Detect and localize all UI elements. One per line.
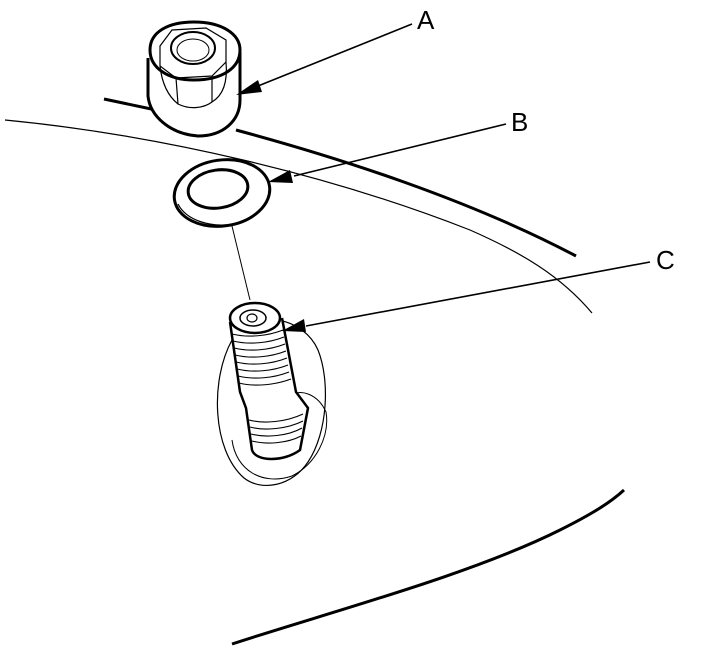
leader-b — [268, 123, 507, 183]
surface-edge-thick-right — [235, 128, 577, 258]
lower-contour — [231, 488, 626, 646]
washer-icon — [172, 158, 272, 228]
assembly-axis — [230, 221, 251, 301]
panel-edge-thin — [4, 119, 593, 314]
surface-edge-thick-left — [103, 97, 157, 112]
wheel-stud-icon — [216, 301, 328, 486]
callout-label-b: B — [511, 107, 529, 137]
callout-label-a: A — [417, 5, 435, 35]
callout-label-c: C — [656, 245, 675, 275]
leader-c — [282, 261, 651, 332]
leader-a — [236, 23, 413, 95]
lug-nut-icon — [146, 20, 242, 138]
